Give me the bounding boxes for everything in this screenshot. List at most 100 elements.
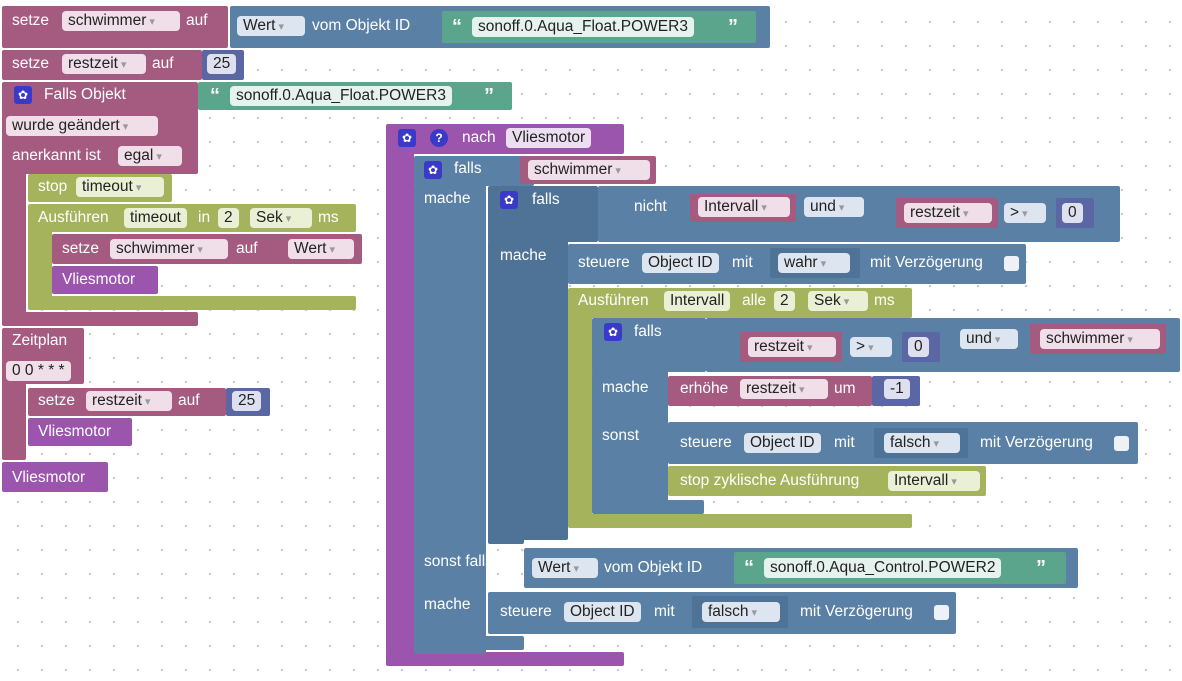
control-label: steuere <box>578 254 630 271</box>
gear-icon[interactable]: ✿ <box>424 161 442 179</box>
control-label: steuere <box>680 434 732 451</box>
zero-value[interactable]: 0 <box>1062 203 1083 223</box>
control-object-id-text[interactable]: sonoff.0.Aqua_Control.POWER2 <box>764 558 1002 578</box>
delay-checkbox[interactable] <box>1114 436 1129 451</box>
every-label: alle <box>742 292 767 309</box>
var-schwimmer-dropdown[interactable]: schwimmer <box>110 239 228 259</box>
delay-label: mit Verzögerung <box>870 254 983 271</box>
number-value[interactable]: 25 <box>207 54 237 74</box>
increase-label: erhöhe <box>680 380 729 397</box>
zero-value[interactable]: 0 <box>908 337 929 357</box>
to-label: auf <box>186 12 208 29</box>
cron-field[interactable]: 0 0 * * * <box>6 361 71 381</box>
trigger-bottom <box>2 312 198 326</box>
else-if-label: sonst falls <box>424 553 493 570</box>
timeout-dropdown[interactable]: timeout <box>76 177 164 197</box>
do-label: mache <box>424 596 471 613</box>
by-label: um <box>834 380 856 397</box>
trigger-title: Falls Objekt <box>44 86 126 103</box>
and-dropdown[interactable]: und <box>960 329 1018 349</box>
interval-var-dropdown[interactable]: Intervall <box>698 197 790 217</box>
ack-dropdown[interactable]: egal <box>118 146 182 166</box>
to-label: auf <box>236 240 258 257</box>
value-dropdown[interactable]: Wert <box>532 558 598 578</box>
call-vliesmotor-block[interactable] <box>52 266 158 294</box>
stop-label: stop <box>38 178 68 195</box>
open-quote-icon: “ <box>210 85 220 107</box>
and-dropdown[interactable]: und <box>804 197 864 217</box>
object-id-dropdown[interactable]: Object ID <box>744 433 821 453</box>
gear-icon[interactable]: ✿ <box>398 129 416 147</box>
interval-name[interactable]: Intervall <box>664 291 731 311</box>
inner-if-bottom <box>488 530 524 544</box>
call-vliesmotor-label: Vliesmotor <box>38 423 112 440</box>
ack-label: anerkannt ist <box>12 147 101 164</box>
cond-schwimmer-dropdown[interactable]: schwimmer <box>528 160 650 180</box>
gear-icon[interactable]: ✿ <box>500 191 518 209</box>
gt-dropdown[interactable]: > <box>850 337 892 357</box>
value-dropdown[interactable]: Wert <box>237 16 305 36</box>
to-label: auf <box>178 392 200 409</box>
control-label: steuere <box>500 603 552 620</box>
if-label: falls <box>454 160 482 177</box>
trigger-object-id[interactable]: sonoff.0.Aqua_Float.POWER3 <box>230 86 452 106</box>
if-bottom <box>414 636 524 650</box>
object-id-text[interactable]: sonoff.0.Aqua_Float.POWER3 <box>472 17 694 37</box>
changed-dropdown[interactable]: wurde geändert <box>6 116 158 136</box>
with-label: mit <box>732 254 753 271</box>
set-label: setze <box>38 392 76 409</box>
schedule-title: Zeitplan <box>12 332 68 349</box>
to-label: auf <box>152 55 174 72</box>
ms-label: ms <box>874 292 895 309</box>
var-restzeit-dropdown[interactable]: restzeit <box>86 391 172 411</box>
delay-checkbox[interactable] <box>1004 256 1019 271</box>
var-restzeit-dropdown[interactable]: restzeit <box>62 54 146 74</box>
var-schwimmer-dropdown[interactable]: schwimmer <box>62 11 180 31</box>
timeout-left-bar <box>28 230 52 302</box>
stop-cyclic-label: stop zyklische Ausführung <box>680 472 860 489</box>
gear-icon[interactable]: ✿ <box>604 323 622 341</box>
call-vliesmotor-label: Vliesmotor <box>62 271 136 288</box>
object-id-dropdown[interactable]: Object ID <box>642 253 719 273</box>
to-label: nach <box>462 129 496 146</box>
help-icon[interactable]: ? <box>430 129 448 147</box>
interval-stop-dropdown[interactable]: Intervall <box>888 471 980 491</box>
else-label: sonst <box>602 427 640 444</box>
delay-value[interactable]: 2 <box>218 208 239 228</box>
delay-checkbox[interactable] <box>934 605 949 620</box>
inner-if-left-bar <box>488 240 568 540</box>
timeout-bottom <box>28 296 356 310</box>
false-dropdown[interactable]: falsch <box>702 602 780 622</box>
value-dropdown[interactable]: Wert <box>288 239 354 259</box>
do-label: mache <box>500 247 547 264</box>
function-left-bar <box>386 150 414 654</box>
trigger-left-bar <box>2 170 26 320</box>
if-else-left-bar <box>592 370 668 510</box>
restzeit-dropdown[interactable]: restzeit <box>748 337 836 357</box>
close-quote-icon: ” <box>728 16 738 38</box>
unit-dropdown[interactable]: Sek <box>250 208 312 228</box>
call-vliesmotor-block[interactable] <box>28 418 132 446</box>
function-name[interactable]: Vliesmotor <box>506 128 592 148</box>
object-id-dropdown[interactable]: Object ID <box>564 602 641 622</box>
restzeit-dropdown[interactable]: restzeit <box>740 379 828 399</box>
true-dropdown[interactable]: wahr <box>778 253 850 273</box>
from-object-label: vom Objekt ID <box>312 17 411 34</box>
schwimmer-dropdown[interactable]: schwimmer <box>1040 329 1160 349</box>
gt-dropdown[interactable]: > <box>1004 203 1046 223</box>
every-value[interactable]: 2 <box>774 291 795 311</box>
set-label: setze <box>12 55 50 72</box>
timeout-name[interactable]: timeout <box>124 208 187 228</box>
minus-one-value[interactable]: -1 <box>884 379 910 399</box>
do-label: mache <box>424 190 471 207</box>
false-dropdown[interactable]: falsch <box>884 433 960 453</box>
gear-icon[interactable]: ✿ <box>14 86 32 104</box>
number-value[interactable]: 25 <box>232 391 262 411</box>
open-quote-icon: “ <box>452 16 462 38</box>
do-label: mache <box>602 379 649 396</box>
restzeit-dropdown[interactable]: restzeit <box>904 203 992 223</box>
delay-label: mit Verzögerung <box>800 603 913 620</box>
sek-dropdown[interactable]: Sek <box>808 291 868 311</box>
call-vliesmotor-standalone-block[interactable] <box>2 462 108 492</box>
if-label: falls <box>532 191 560 208</box>
